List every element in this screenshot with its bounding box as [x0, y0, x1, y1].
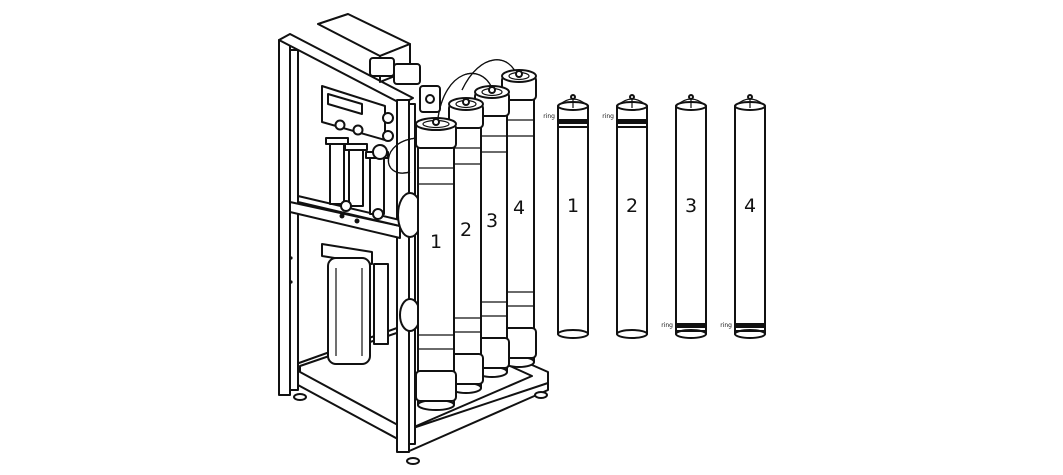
membrane-number: 4 [744, 195, 756, 217]
membrane-number: 3 [685, 195, 697, 217]
ring-label: ring [602, 113, 614, 120]
membrane-number: 2 [626, 195, 638, 217]
membrane-body [557, 105, 589, 335]
membrane-ring [676, 323, 706, 328]
membrane-ring [735, 323, 765, 328]
membrane-1: ring 1 [543, 94, 589, 339]
membrane-number: 1 [567, 195, 579, 217]
unit-vessel-label: 4 [513, 197, 525, 219]
unit-frame [278, 33, 416, 453]
pump-motor [397, 192, 423, 332]
control-panel [321, 85, 394, 142]
ring-label: ring [720, 322, 732, 329]
membrane-4: ring 4 [720, 94, 766, 339]
membrane-3: ring 3 [661, 94, 707, 339]
ring-label: ring [543, 113, 555, 120]
unit-vessel-label: 1 [430, 231, 442, 253]
unit-vessel-1: 1 [415, 117, 457, 411]
membrane-body [675, 105, 707, 335]
flow-meters [325, 137, 389, 220]
membrane-elements: ring 1 ring 2 ring 3 ring 4 [543, 94, 766, 339]
membrane-body [616, 105, 648, 335]
membrane-body [734, 105, 766, 335]
unit-vessel-label: 3 [486, 210, 498, 232]
membrane-2: ring 2 [602, 94, 648, 339]
ring-label: ring [661, 322, 673, 329]
control-housing [317, 13, 441, 113]
pre-filter-housing [321, 243, 389, 365]
unit-vessel-label: 2 [460, 219, 472, 241]
membrane-ring [617, 119, 647, 124]
membrane-ring [558, 119, 588, 124]
unit-vessel-2: 2 [448, 97, 484, 394]
